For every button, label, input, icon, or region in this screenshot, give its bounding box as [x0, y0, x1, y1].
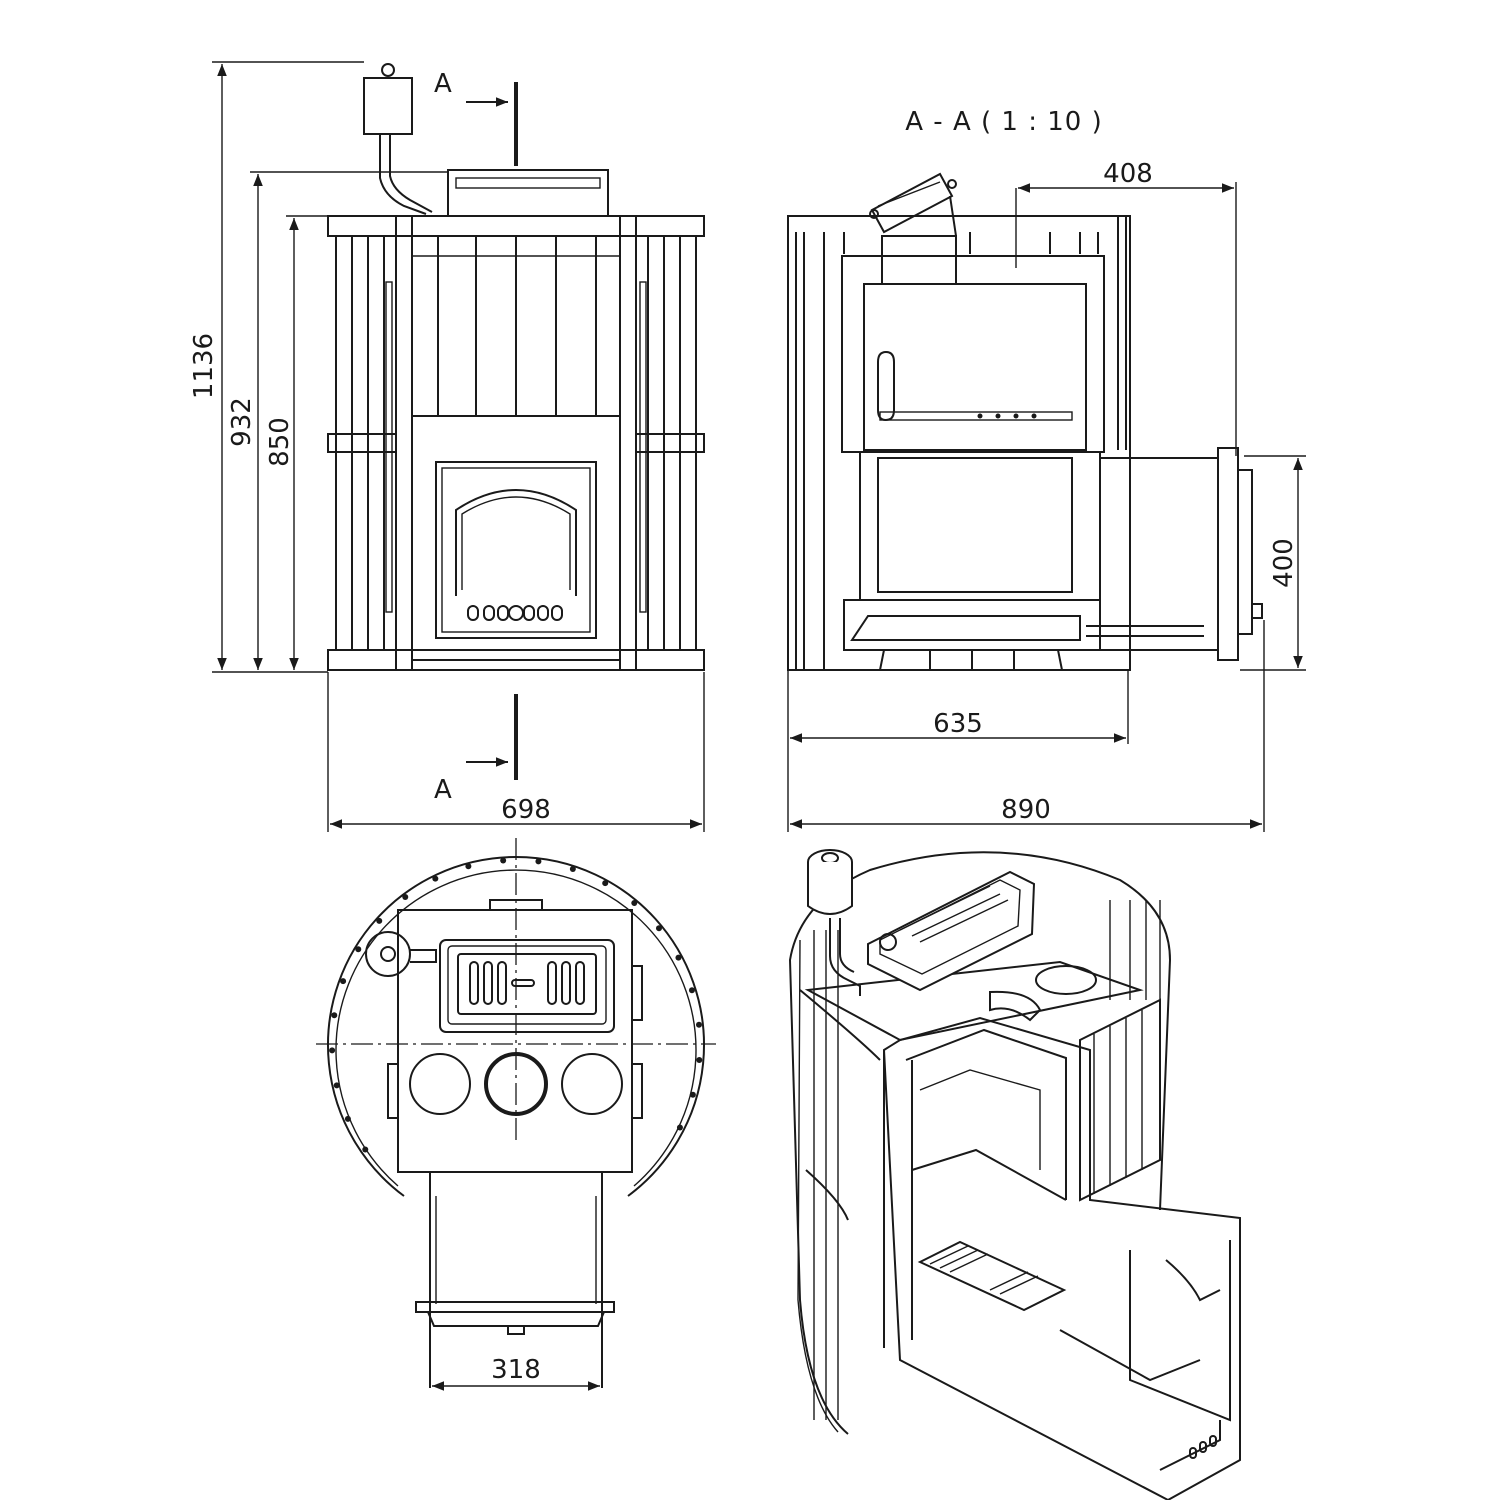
- section-view: A - A ( 1 : 10 ): [787, 107, 1306, 832]
- rivet: [676, 1124, 683, 1131]
- iso-top-plate: [804, 960, 1144, 1042]
- rivet: [675, 954, 682, 961]
- dim-1136: 1136: [189, 61, 364, 673]
- section-title: A - A ( 1 : 10 ): [905, 107, 1102, 137]
- rivet: [465, 863, 472, 870]
- left-post: [395, 215, 413, 671]
- dim-850: 850: [265, 215, 328, 670]
- stone-grill: [439, 939, 615, 1033]
- rivet: [340, 978, 347, 985]
- dim-label-932: 932: [227, 397, 257, 447]
- grill-slot: [469, 961, 479, 1005]
- hole-left: [409, 1053, 471, 1115]
- rivet: [355, 946, 362, 953]
- dim-label-698: 698: [501, 795, 551, 825]
- rivet: [535, 858, 542, 865]
- rivet: [696, 1057, 703, 1064]
- rivet: [432, 875, 439, 882]
- right-post: [619, 215, 637, 671]
- bottom-band: [327, 649, 705, 671]
- dim-label-850: 850: [265, 417, 295, 467]
- dim-label-400: 400: [1269, 538, 1299, 588]
- dim-400: 400: [1240, 455, 1306, 671]
- grill-slot: [575, 961, 585, 1005]
- firebox-door: [435, 461, 597, 639]
- top-band: [327, 215, 705, 237]
- rivet: [602, 880, 609, 887]
- hole-right: [561, 1053, 623, 1115]
- iso-water-tank: [807, 849, 861, 996]
- grill-handle: [511, 979, 535, 987]
- stone-chamber: [863, 283, 1087, 451]
- door-glass: [455, 489, 577, 596]
- tank-top: [365, 931, 411, 977]
- front-view: A A 1136 932 850 698: [189, 61, 705, 832]
- section-mark-top: A: [434, 69, 518, 166]
- dim-label-635: 635: [933, 709, 983, 739]
- rivet: [333, 1082, 340, 1089]
- iso-mesh-outline: [788, 851, 1172, 1435]
- dim-label-408: 408: [1103, 159, 1153, 189]
- section-mark-bottom: A: [434, 694, 518, 805]
- feed-tunnel: [1099, 457, 1219, 651]
- dim-408: 408: [1015, 159, 1237, 456]
- dim-932: 932: [227, 171, 448, 670]
- rivet: [362, 1146, 369, 1153]
- grill-slot: [547, 961, 557, 1005]
- rivet: [329, 1047, 336, 1054]
- chimney-hole: [484, 1052, 548, 1116]
- grill-slot: [497, 961, 507, 1005]
- rivet: [344, 1115, 351, 1122]
- dim-label-890: 890: [1001, 795, 1051, 825]
- rivet: [500, 857, 507, 864]
- iso-cutaway-body: [882, 1016, 1241, 1500]
- rivet: [695, 1021, 702, 1028]
- dim-890: 890: [790, 620, 1265, 832]
- rivet: [569, 866, 576, 873]
- water-tank: [363, 63, 433, 215]
- dim-318: 318: [432, 1355, 600, 1391]
- draft-regulator: [467, 605, 563, 621]
- isometric-view: [788, 849, 1241, 1500]
- grill-slot: [483, 961, 493, 1005]
- tunnel-flange: [415, 1301, 615, 1313]
- rivet: [655, 925, 662, 932]
- mesh-bars-right: [647, 236, 697, 650]
- section-chimney: [869, 172, 957, 285]
- rivet: [402, 894, 409, 901]
- firebox: [859, 451, 1101, 601]
- section-body: [787, 215, 1131, 671]
- rivet: [631, 900, 638, 907]
- dim-698: 698: [327, 672, 705, 832]
- section-label-top: A: [434, 69, 452, 99]
- mesh-rivets: [329, 857, 703, 1153]
- rivet: [689, 1091, 696, 1098]
- rivet: [376, 917, 383, 924]
- ash-grate: [850, 615, 1081, 641]
- grill-slots: [469, 961, 585, 1005]
- door-frame: [411, 415, 621, 661]
- mesh-bars-center: [437, 236, 597, 416]
- mesh-bars-left: [335, 236, 385, 650]
- dim-label-1136: 1136: [189, 333, 219, 399]
- iso-grate: [917, 1240, 1067, 1312]
- rivet: [688, 987, 695, 994]
- dim-label-318: 318: [491, 1355, 541, 1385]
- section-label-bottom: A: [434, 775, 452, 805]
- iso-stone-basket: [867, 870, 1036, 992]
- top-view: 318: [316, 838, 716, 1391]
- top-stone-box: [447, 169, 609, 217]
- rivet: [331, 1012, 338, 1019]
- dim-635: 635: [787, 670, 1129, 832]
- grill-slot: [561, 961, 571, 1005]
